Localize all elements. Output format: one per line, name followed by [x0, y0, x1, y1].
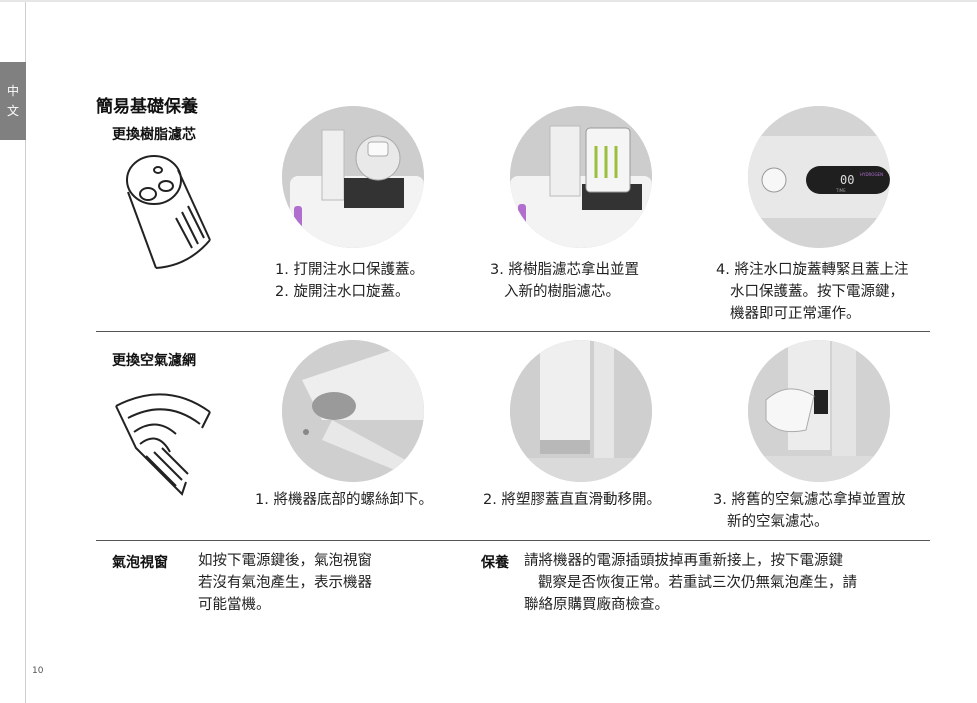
- display-digits: 00: [840, 173, 854, 187]
- air-step-1: 1. 將機器底部的螺絲卸下。: [255, 489, 433, 511]
- resin-step-2-line: 2. 旋開注水口旋蓋。: [275, 284, 410, 300]
- resin-step2-photo: [510, 106, 652, 248]
- display-brand: HYDROGEN: [860, 172, 883, 177]
- display-caption: TIME: [835, 188, 846, 193]
- section-title: 簡易基礎保養: [96, 97, 198, 117]
- air-filter-illustration: [115, 393, 211, 496]
- resin-step-4: 4. 將注水口旋蓋轉緊且蓋上注 水口保護蓋。按下電源鍵， 機器即可正常運作。: [716, 259, 908, 325]
- language-tab[interactable]: 中 文: [0, 62, 26, 140]
- resin-step-1-2: 1. 打開注水口保護蓋。 2. 旋開注水口旋蓋。: [275, 259, 424, 303]
- maintenance-line-1: 請將機器的電源插頭拔掉再重新接上，按下電源鍵: [524, 553, 843, 569]
- air-step-3: 3. 將舊的空氣濾芯拿掉並置放 新的空氣濾芯。: [713, 489, 905, 533]
- resin-step-4-line-1: 4. 將注水口旋蓋轉緊且蓋上注: [716, 262, 909, 278]
- language-tab-char-2: 文: [6, 104, 19, 118]
- bubble-window-label: 氣泡視窗: [112, 555, 168, 571]
- resin-step4-photo: 00 TIME HYDROGEN: [748, 106, 890, 248]
- resin-step-1-line: 1. 打開注水口保護蓋。: [275, 262, 424, 278]
- maintenance-line-3: 聯絡原購買廠商檢查。: [524, 597, 669, 613]
- air-step-3-line-2: 新的空氣濾芯。: [727, 514, 829, 530]
- air-step2-photo: [510, 340, 652, 482]
- air-step-1-line: 1. 將機器底部的螺絲卸下。: [255, 492, 433, 508]
- resin-filter-illustration: [126, 155, 211, 269]
- resin-step-4-line-2: 水口保護蓋。按下電源鍵，: [730, 284, 904, 300]
- resin-step-3-line-1: 3. 將樹脂濾芯拿出並置: [490, 262, 639, 278]
- resin-step-3: 3. 將樹脂濾芯拿出並置 入新的樹脂濾芯。: [490, 259, 639, 303]
- air-step-2: 2. 將塑膠蓋直直滑動移開。: [483, 489, 661, 511]
- air-step-3-line-1: 3. 將舊的空氣濾芯拿掉並置放: [713, 492, 906, 508]
- resin-step1-photo: [282, 106, 424, 248]
- page-margin-line: [25, 2, 26, 703]
- section-divider-2: [96, 540, 930, 541]
- resin-step-3-line-2: 入新的樹脂濾芯。: [504, 284, 620, 300]
- section-divider-1: [96, 331, 930, 332]
- air-step1-photo: [282, 340, 424, 482]
- bubble-window-line-1: 如按下電源鍵後，氣泡視窗: [198, 553, 372, 569]
- page-number: 10: [32, 666, 44, 676]
- top-border: [0, 0, 977, 2]
- air-step-2-line: 2. 將塑膠蓋直直滑動移開。: [483, 492, 661, 508]
- maintenance-line-2: 觀察是否恢復正常。若重試三次仍無氣泡產生，請: [538, 575, 857, 591]
- language-tab-char-1: 中: [6, 84, 19, 98]
- resin-step-4-line-3: 機器即可正常運作。: [730, 306, 861, 322]
- bubble-window-line-3: 可能當機。: [198, 597, 271, 613]
- maintenance-label: 保養: [481, 555, 509, 571]
- bubble-window-text: 如按下電源鍵後，氣泡視窗 若沒有氣泡產生，表示機器 可能當機。: [198, 550, 372, 616]
- air-filter-subtitle: 更換空氣濾網: [112, 353, 196, 369]
- resin-filter-subtitle: 更換樹脂濾芯: [112, 127, 196, 143]
- maintenance-text: 請將機器的電源插頭拔掉再重新接上，按下電源鍵 觀察是否恢復正常。若重試三次仍無氣…: [524, 550, 857, 616]
- bubble-window-line-2: 若沒有氣泡產生，表示機器: [198, 575, 372, 591]
- air-step3-photo: [748, 340, 890, 482]
